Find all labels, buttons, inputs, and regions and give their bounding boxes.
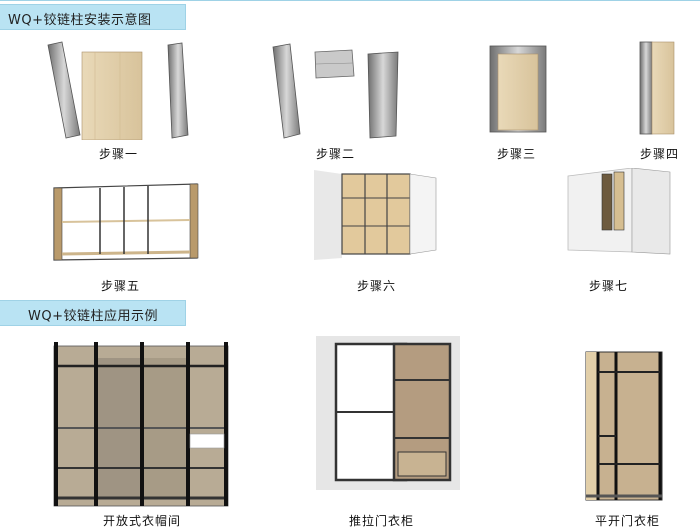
step7-label: 步骤七 (589, 279, 629, 293)
section-banner-examples: WQ+铰链柱应用示例 (0, 300, 186, 326)
step3-figure (488, 44, 550, 134)
section-banner-install: WQ+铰链柱安装示意图 (0, 4, 186, 30)
step5-label: 步骤五 (101, 279, 141, 293)
example1-label: 开放式衣帽间 (103, 514, 182, 528)
section-title-examples: WQ+铰链柱应用示例 (28, 309, 158, 324)
step4-label: 步骤四 (640, 147, 680, 161)
step4-figure (638, 40, 678, 136)
example3-figure (582, 348, 666, 503)
step2-figure (270, 42, 410, 140)
section-title-install: WQ+铰链柱安装示意图 (8, 13, 152, 28)
step3-label: 步骤三 (497, 147, 537, 161)
step2-label: 步骤二 (316, 147, 356, 161)
step6-figure (314, 170, 439, 262)
step6-label: 步骤六 (357, 279, 397, 293)
step7-figure (566, 168, 674, 258)
step1-label: 步骤一 (99, 147, 139, 161)
top-rule (0, 0, 700, 1)
example3-label: 平开门衣柜 (595, 514, 661, 528)
example2-figure (314, 334, 462, 492)
step5-figure (52, 182, 202, 262)
example2-label: 推拉门衣柜 (349, 514, 415, 528)
step1-figure (40, 40, 200, 140)
example1-figure (44, 338, 240, 508)
